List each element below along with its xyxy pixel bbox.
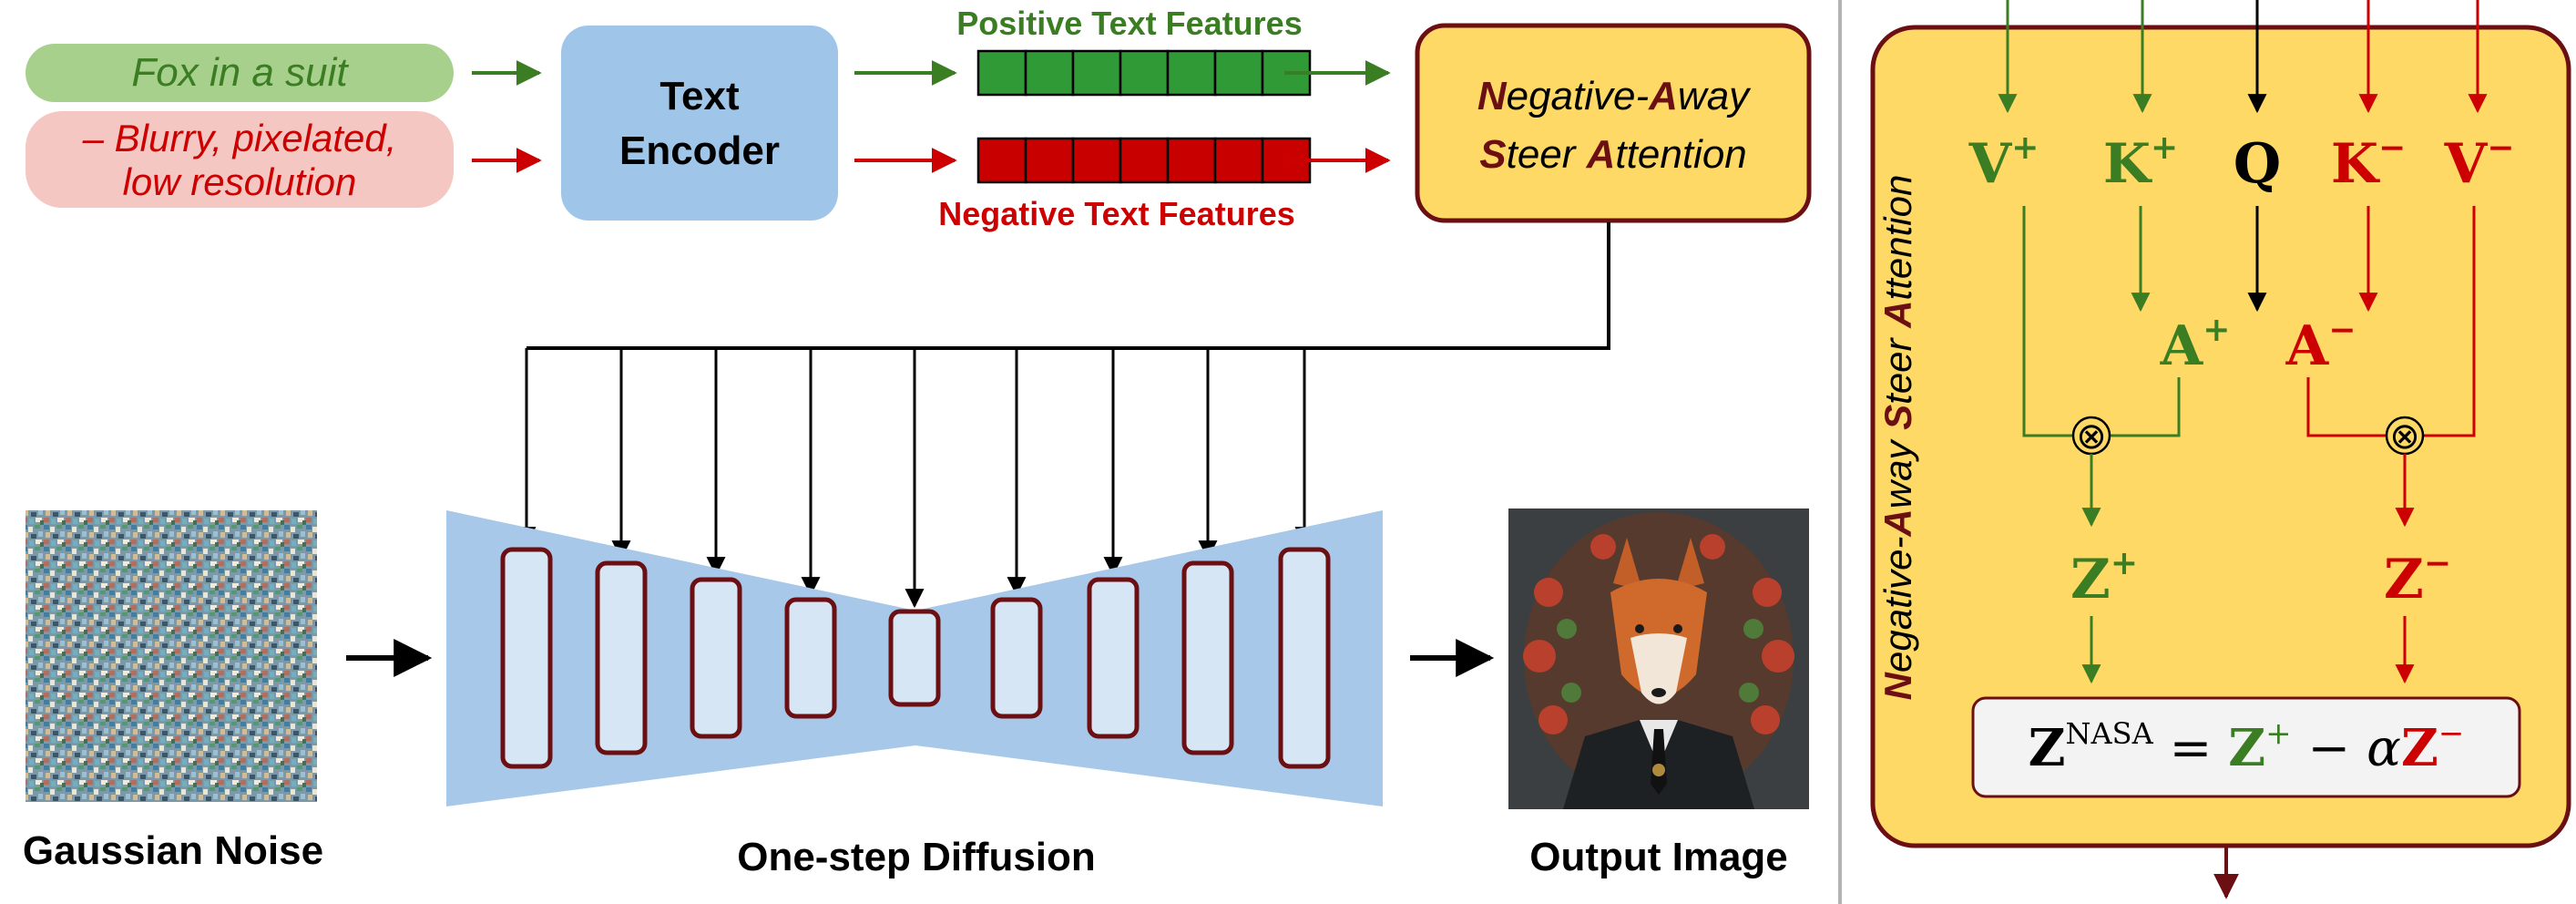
negative-prompt-line2: low resolution — [123, 160, 357, 203]
text-encoder-line1: Text — [659, 74, 740, 118]
unet-block — [784, 597, 837, 719]
negative-feature-cell — [1071, 137, 1122, 184]
nasa-box-line1: Negative-Away — [1477, 74, 1752, 118]
kminus-symbol: K− — [2331, 128, 2406, 196]
positive-feature-vector — [976, 49, 1312, 97]
unet-block — [595, 560, 648, 755]
negative-feature-cell — [1024, 137, 1075, 184]
attention-injection-arrows — [516, 348, 1314, 609]
nasa-module-box: Negative-Away Steer Attention — [1415, 23, 1812, 223]
nasa-detail-panel — [1870, 25, 2571, 848]
unet-block — [1278, 547, 1331, 769]
positive-prompt-text: Fox in a suit — [131, 50, 349, 95]
text-encoder: Text Encoder — [561, 26, 838, 221]
positive-feature-cell — [1213, 49, 1264, 97]
nasa-side-title: Negative-Away Steer Attention — [1876, 175, 1919, 701]
output-image — [1508, 508, 1809, 809]
formula-box — [1971, 696, 2521, 798]
positive-prompt: Fox in a suit — [26, 44, 454, 102]
zminus-symbol: Z− — [2384, 544, 2451, 611]
positive-feature-cell — [976, 49, 1027, 97]
q-symbol: Q — [2234, 132, 2281, 196]
gaussian-noise-image — [26, 510, 317, 802]
positive-feature-cell — [1119, 49, 1170, 97]
negative-feature-cell — [976, 137, 1027, 184]
kplus-symbol: K+ — [2103, 128, 2178, 196]
formula-text: ZNASA = Z+ − αZ− — [2029, 715, 2465, 778]
positive-feature-cell — [1166, 49, 1217, 97]
negative-prompt-line1: – Blurry, pixelated, — [82, 117, 397, 159]
diffusion-label: One-step Diffusion — [737, 835, 1096, 879]
positive-feature-cell — [1071, 49, 1122, 97]
unet-block — [1087, 577, 1140, 739]
negative-prompt: – Blurry, pixelated, low resolution — [26, 111, 454, 208]
nasa-distribution-line — [526, 222, 1610, 350]
unet-block — [500, 547, 553, 769]
negative-feature-cell — [1119, 137, 1170, 184]
vplus-symbol: V+ — [1968, 128, 2039, 196]
unet-block — [690, 577, 742, 739]
negative-features-label: Negative Text Features — [938, 195, 1294, 232]
unet-block — [990, 597, 1043, 719]
aminus-symbol: A− — [2285, 311, 2356, 378]
positive-features-label: Positive Text Features — [956, 5, 1302, 42]
gaussian-noise-label: Gaussian Noise — [23, 828, 323, 873]
multiply-plus-symbol: ⊗ — [2076, 416, 2107, 457]
multiply-minus-symbol: ⊗ — [2389, 416, 2420, 457]
negative-feature-cell — [1166, 137, 1217, 184]
aplus-symbol: A+ — [2160, 311, 2231, 378]
vminus-symbol: V− — [2444, 128, 2515, 196]
unet-block — [888, 609, 941, 707]
zplus-symbol: Z+ — [2070, 544, 2138, 611]
negative-feature-cell — [1213, 137, 1264, 184]
output-image-label: Output Image — [1529, 835, 1788, 879]
negative-feature-vector — [976, 137, 1312, 184]
positive-feature-cell — [1024, 49, 1075, 97]
unet-blocks — [500, 547, 1331, 769]
unet-block — [1181, 560, 1234, 755]
text-encoder-line2: Encoder — [619, 128, 780, 173]
nasa-box-line2: Steer Attention — [1479, 132, 1747, 177]
